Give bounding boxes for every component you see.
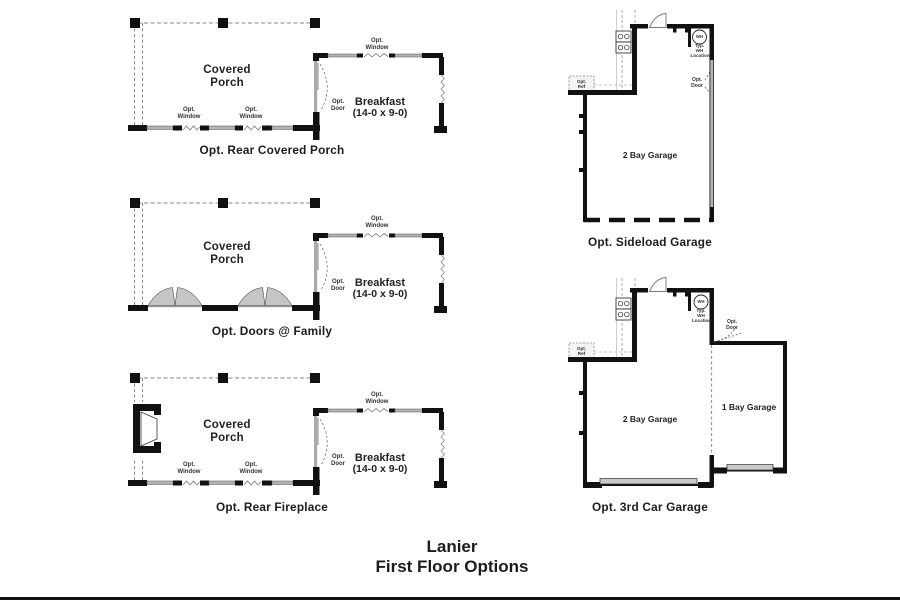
- opt-window-zigzag: [363, 52, 389, 58]
- porch-post: [310, 373, 320, 383]
- plan-rear-covered-porch-drawing: [128, 18, 447, 140]
- opt-door-label: Opt. Door: [331, 99, 345, 112]
- opt-window-label: Opt. Window: [239, 462, 263, 475]
- breakfast-dimensions: (14-0 x 9-0): [352, 107, 408, 119]
- opt-window-label: Opt. Window: [177, 107, 201, 120]
- sheet-bottom-border: [0, 597, 900, 600]
- opt-door-swing-icon: [319, 243, 328, 291]
- opt-ref-label: Opt. Ref: [576, 78, 587, 89]
- sheet-title-model: Lanier: [426, 537, 478, 556]
- breakfast-room-walls: [313, 232, 447, 320]
- sheet-title-subtitle: First Floor Options: [375, 557, 529, 576]
- kitchen-partial-linework: [568, 278, 636, 359]
- opt-window-lattice: [440, 254, 446, 284]
- typ-wh-location-label: Typ. WH Location: [692, 308, 712, 324]
- kitchen-partial-linework: [568, 10, 636, 92]
- plan-caption-sideload-garage: Opt. Sideload Garage: [588, 235, 712, 249]
- two-bay-garage-door: [599, 478, 698, 485]
- opt-door-label: Opt. Door: [331, 279, 345, 292]
- water-heater-icon: [693, 294, 709, 310]
- porch-window-wall: [128, 125, 320, 131]
- opt-door-label: Opt. Door: [331, 454, 345, 467]
- range-icon: [615, 297, 632, 321]
- opt-door-opening: [314, 241, 318, 292]
- room-label-breakfast: Breakfast: [354, 277, 406, 289]
- room-label-breakfast: Breakfast: [354, 96, 406, 108]
- porch-post: [310, 18, 320, 28]
- opt-window-zigzag: [182, 125, 200, 131]
- wh-stub-wall: [688, 24, 691, 47]
- porch-post: [218, 18, 228, 28]
- plan-rear-fireplace-drawing: [128, 373, 447, 495]
- opt-window-label: Opt. Window: [177, 462, 201, 475]
- opt-door-opening: [314, 416, 318, 467]
- entry-door-swing-icon: [648, 277, 667, 292]
- opt-door-leader: [713, 332, 743, 343]
- opt-door-leader: [704, 69, 712, 81]
- water-heater-icon: [692, 29, 707, 45]
- plan-caption-rear-covered-porch: Opt. Rear Covered Porch: [199, 143, 345, 157]
- plan-doors-at-family-drawing: [128, 198, 447, 320]
- porch-post: [130, 18, 140, 28]
- porch-post: [218, 198, 228, 208]
- porch-post: [130, 373, 140, 383]
- room-label-breakfast: Breakfast: [354, 452, 406, 464]
- opt-window-label: Opt. Window: [365, 392, 389, 405]
- garage-walls: [568, 277, 787, 488]
- opt-door-swing-icon: [319, 418, 328, 466]
- room-label-2-bay-garage: 2 Bay Garage: [622, 414, 678, 424]
- room-label-covered-porch: Covered Porch: [203, 64, 251, 89]
- plan-third-car-garage-drawing: [568, 277, 787, 488]
- room-label-covered-porch: Covered Porch: [203, 419, 251, 444]
- plan-caption-third-car-garage: Opt. 3rd Car Garage: [592, 500, 708, 514]
- wh-stub-wall: [688, 288, 691, 311]
- porch-roof-outline: [130, 198, 320, 306]
- family-doors-wall: [128, 287, 320, 311]
- porch-window-wall: [128, 480, 320, 486]
- opt-window-label: Opt. Window: [365, 216, 389, 229]
- opt-window-label: Opt. Window: [239, 107, 263, 120]
- opt-window-zigzag: [363, 232, 389, 238]
- opt-window-lattice: [440, 74, 446, 104]
- opt-door-label: Opt. Door: [726, 319, 738, 331]
- room-label-covered-porch: Covered Porch: [203, 241, 251, 266]
- breakfast-room-walls: [313, 407, 447, 495]
- opt-window-zigzag: [182, 480, 200, 486]
- opt-window-zigzag: [363, 407, 389, 413]
- fireplace-icon: [129, 402, 164, 458]
- porch-roof-outline: [130, 18, 320, 126]
- plan-caption-rear-fireplace: Opt. Rear Fireplace: [216, 500, 328, 514]
- entry-door-swing-icon: [648, 13, 667, 28]
- garage-walls: [568, 13, 714, 223]
- firebox: [140, 411, 158, 447]
- opt-window-lattice: [440, 429, 446, 459]
- room-label-1-bay-garage: 1 Bay Garage: [721, 402, 777, 412]
- water-heater-label: WH: [696, 33, 703, 39]
- opt-window-label: Opt. Window: [365, 38, 389, 51]
- one-bay-garage-door: [726, 464, 774, 471]
- french-doors-icon: [147, 287, 293, 306]
- room-label-2-bay-garage: 2 Bay Garage: [622, 150, 678, 160]
- typ-wh-location-label: Typ. WH Location: [690, 43, 710, 59]
- water-heater-label: WH: [697, 298, 705, 304]
- sideload-garage-door: [710, 60, 714, 207]
- breakfast-dimensions: (14-0 x 9-0): [352, 463, 408, 475]
- breakfast-room-walls: [313, 52, 447, 140]
- opt-ref-label: Opt. Ref: [576, 345, 587, 356]
- opt-door-swing-icon: [319, 63, 328, 111]
- plan-sideload-garage-drawing: [568, 10, 714, 223]
- breakfast-dimensions: (14-0 x 9-0): [352, 288, 408, 300]
- opt-window-zigzag: [243, 125, 262, 131]
- opt-door-opening: [314, 61, 318, 112]
- range-icon: [615, 30, 632, 54]
- opt-window-zigzag: [243, 480, 262, 486]
- porch-post: [310, 198, 320, 208]
- porch-post: [130, 198, 140, 208]
- opt-door-label: Opt. Door: [691, 77, 703, 89]
- porch-post: [218, 373, 228, 383]
- plan-caption-doors-at-family: Opt. Doors @ Family: [211, 324, 333, 338]
